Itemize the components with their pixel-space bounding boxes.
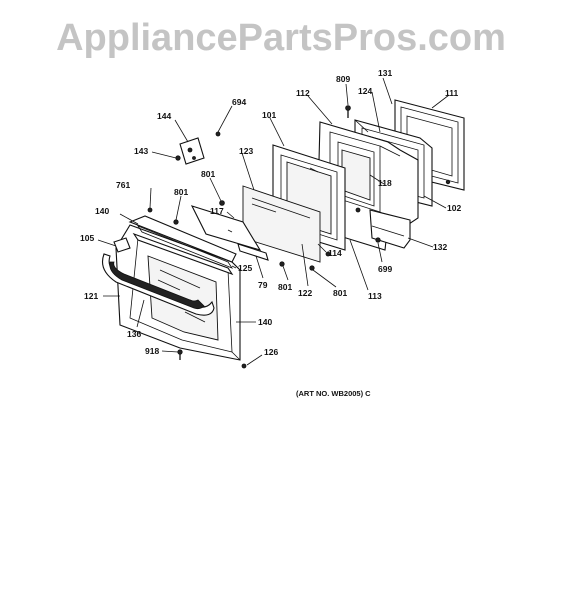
callout-121: 121 [84,291,98,301]
callout-112: 112 [296,88,310,98]
handle-end-cap-105 [113,237,131,253]
door-strip-79 [237,243,269,261]
callout-136: 136 [127,329,141,339]
callout-694: 694 [232,97,246,107]
callout-122: 122 [298,288,312,298]
hinge-plate-144 [179,137,205,165]
callout-79: 79 [258,280,268,290]
callout-102: 102 [447,203,461,213]
callout-105: 105 [80,233,94,243]
callout-101: 101 [262,110,276,120]
callout-801-lower-right: 801 [333,288,347,298]
callout-801-middle: 801 [174,187,188,197]
insulation-panel-117 [190,205,262,251]
callout-131: 131 [378,68,392,78]
callout-918: 918 [145,346,159,356]
callout-124: 124 [358,86,372,96]
callout-140-bottom: 140 [258,317,272,327]
door-handle-121 [101,253,215,316]
callout-144: 144 [157,111,171,121]
callout-809: 809 [336,74,350,84]
callout-761: 761 [116,180,130,190]
callout-801-lower-left: 801 [278,282,292,292]
callout-140-top: 140 [95,206,109,216]
top-trim-140-125 [128,215,237,276]
callout-699: 699 [378,264,392,274]
outer-door-panel-140 [115,224,241,361]
callout-143: 143 [134,146,148,156]
callout-118: 118 [378,178,392,188]
door-glass-123 [242,185,321,263]
callout-801-upper: 801 [201,169,215,179]
callout-126: 126 [264,347,278,357]
callout-113: 113 [368,291,382,301]
art-number-label: (ART NO. WB2005) C [296,389,371,398]
leader-lines [97,77,450,366]
callout-labels: 809 131 124 111 112 694 144 101 143 123 … [80,68,461,357]
callout-114: 114 [328,248,342,258]
callout-111: 111 [445,88,459,98]
callout-123: 123 [239,146,253,156]
callout-132: 132 [433,242,447,252]
callout-125: 125 [238,263,252,273]
watermark-text: AppliancePartsPros.com [56,17,506,59]
fasteners [147,105,381,369]
callout-117: 117 [210,206,224,216]
